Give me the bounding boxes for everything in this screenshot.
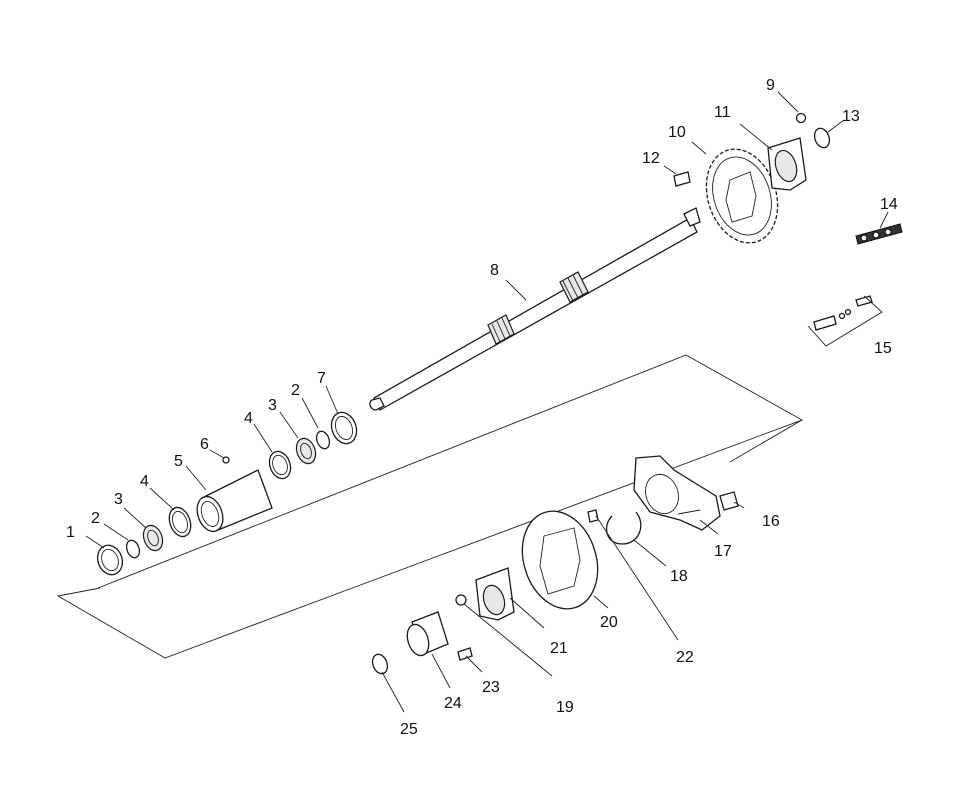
clip-18 bbox=[605, 511, 642, 545]
callout-4a: 4 bbox=[140, 473, 149, 490]
callout-21: 21 bbox=[550, 640, 568, 657]
assembly-bracket-tick bbox=[729, 419, 803, 463]
callout-8: 8 bbox=[490, 262, 499, 279]
callout-24: 24 bbox=[444, 695, 462, 712]
caliper-bracket-17 bbox=[633, 455, 721, 531]
axle-shaft bbox=[369, 207, 701, 411]
nut-9 bbox=[795, 112, 807, 124]
callout-14: 14 bbox=[880, 196, 898, 213]
callout-12: 12 bbox=[642, 150, 660, 167]
callout-10: 10 bbox=[668, 124, 686, 141]
assembly-bracket bbox=[56, 354, 804, 659]
callout-18: 18 bbox=[670, 568, 688, 585]
callout-4b: 4 bbox=[244, 410, 253, 427]
stud-12 bbox=[673, 171, 691, 187]
callout-2b: 2 bbox=[291, 382, 300, 399]
race-4b bbox=[268, 450, 292, 480]
callout-25: 25 bbox=[400, 721, 418, 738]
race-1 bbox=[96, 544, 124, 576]
nut-19 bbox=[455, 594, 467, 606]
callout-7: 7 bbox=[317, 370, 326, 387]
master-link-15 bbox=[807, 295, 883, 347]
callout-13: 13 bbox=[842, 108, 860, 125]
bearing-3b bbox=[295, 437, 317, 465]
callout-19: 19 bbox=[556, 699, 574, 716]
bolt-22 bbox=[587, 509, 599, 523]
sprocket-hub-11 bbox=[767, 137, 807, 191]
chain-14 bbox=[855, 223, 903, 245]
callout-2a: 2 bbox=[91, 510, 100, 527]
brake-disc-20 bbox=[521, 510, 599, 610]
callout-1: 1 bbox=[66, 524, 75, 541]
ring-13 bbox=[813, 127, 831, 149]
leader-lines bbox=[85, 91, 889, 713]
bearing-3a bbox=[142, 524, 164, 552]
bearing-housing-5 bbox=[196, 469, 273, 533]
seal-2a bbox=[125, 539, 141, 559]
spacer-7 bbox=[330, 411, 358, 445]
callout-6: 6 bbox=[200, 436, 209, 453]
callout-labels: 1 2 3 4 5 6 4 3 2 7 8 9 10 11 12 13 14 1… bbox=[66, 77, 898, 738]
grease-fitting-6 bbox=[222, 456, 230, 464]
callout-11: 11 bbox=[714, 104, 731, 121]
callout-16: 16 bbox=[762, 513, 780, 530]
race-4a bbox=[168, 506, 192, 538]
callout-5: 5 bbox=[174, 453, 183, 470]
callout-3a: 3 bbox=[114, 491, 123, 508]
callout-3b: 3 bbox=[268, 397, 277, 414]
bushing-16 bbox=[719, 491, 739, 511]
callout-20: 20 bbox=[600, 614, 618, 631]
callout-15: 15 bbox=[874, 340, 892, 357]
callout-23: 23 bbox=[482, 679, 500, 696]
cover-24 bbox=[406, 611, 449, 657]
callout-22: 22 bbox=[676, 649, 694, 666]
seal-2b bbox=[315, 430, 331, 450]
callout-9: 9 bbox=[766, 77, 775, 94]
callout-17: 17 bbox=[714, 543, 732, 560]
brake-hub-21 bbox=[475, 567, 515, 621]
bolt-23 bbox=[457, 647, 473, 661]
ring-25 bbox=[371, 653, 389, 675]
